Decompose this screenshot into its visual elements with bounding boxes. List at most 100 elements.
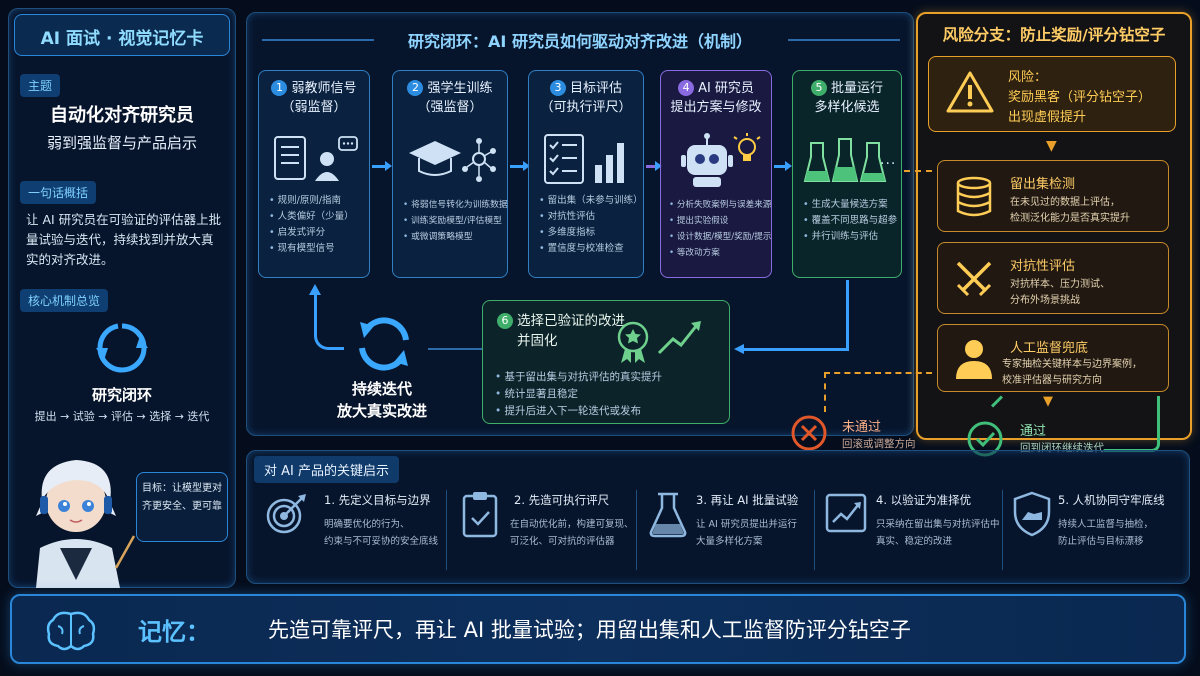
human-oversight-line2: 校准评估器与研究方向 — [1002, 375, 1102, 386]
arrow-3-4 — [646, 161, 662, 171]
step-subtitle: 提出方案与修改 — [670, 100, 762, 115]
step-subtitle: 多样化候选 — [814, 100, 880, 115]
mechanism-tag: 核心机制总览 — [20, 289, 109, 312]
shield-hand-icon — [1012, 490, 1052, 538]
fail-desc: 回滚或调整方向 — [842, 438, 916, 450]
loop-steps: 提出 → 试验 → 评估 → 选择 → 迭代 — [34, 410, 210, 423]
iterate-line2: 放大真实改进 — [336, 402, 427, 420]
step-bullets: 将弱信号转化为训练数据 训练奖励模型/评估模型 或微调策略模型 — [403, 197, 508, 245]
summary-text: 让 AI 研究员在可验证的评估器上批量试验与迭代，持续找到并放大真实的对齐改进。 — [26, 212, 222, 267]
trend-chart-icon — [824, 492, 868, 534]
step-title: 强学生训练 — [427, 81, 493, 96]
insight-line2: 防止评估与目标漂移 — [1058, 536, 1144, 547]
step-number: 3 — [549, 80, 566, 96]
holdout-title: 留出集检测 — [1010, 177, 1076, 192]
divider — [814, 490, 815, 570]
title-line-right — [788, 39, 900, 41]
insight-line2: 可泛化、可对抗的评估器 — [510, 536, 615, 547]
checklist-chart-icon — [541, 131, 633, 187]
pass-arrow-down: ▼ — [1043, 394, 1053, 409]
adversarial-title: 对抗性评估 — [1010, 259, 1076, 274]
divider — [636, 490, 637, 570]
topic-line1: 自动化对齐研究员 — [50, 105, 194, 126]
insight-line2: 真实、稳定的改进 — [876, 536, 953, 547]
insight-line2: 大量多样化方案 — [696, 536, 763, 547]
insight-item-5: 5. 人机协同守牢底线 持续人工监督与抽检， 防止评估与目标漂移 — [1006, 484, 1186, 574]
step-bullets: 留出集（未参与训练） 对抗性评估 多维度指标 置信度与校准检查 — [539, 193, 643, 257]
ellipsis-dots: ··· — [880, 156, 897, 172]
fail-icon — [790, 414, 828, 452]
target-icon — [264, 492, 308, 536]
step-title: 批量运行 — [830, 81, 883, 96]
bullet: 置信度与校准检查 — [539, 241, 637, 257]
insight-item-1: 1. 先定义目标与边界 明确要优化的行为、 约束与不可妥协的安全底线 — [254, 484, 444, 574]
bullet: 或微调策略模型 — [403, 229, 501, 245]
bullet: 留出集（未参与训练） — [539, 193, 643, 209]
risk-label: 风险： — [1008, 70, 1048, 85]
insight-title: 3. 再让 AI 批量试验 — [696, 493, 799, 507]
pass-title: 通过 — [1020, 424, 1047, 439]
memory-bar — [10, 594, 1186, 664]
adversarial-card: 对抗性评估 对抗样本、压力测试、 分布外场景挑战 — [937, 242, 1169, 314]
bullet: 等改动方案 — [669, 245, 765, 261]
crossed-swords-icon — [952, 257, 996, 301]
step-number: 6 — [497, 313, 513, 329]
risk-dash-connector — [904, 170, 932, 172]
loopback-curve — [314, 326, 344, 350]
step-number: 5 — [810, 80, 827, 96]
flasks-icon — [803, 135, 893, 187]
insight-item-2: 2. 先造可执行评尺 在自动优化前，构建可复现、 可泛化、可对抗的评估器 — [450, 484, 640, 574]
fail-dash-connector — [824, 372, 932, 412]
risk-panel-title: 风险分支：防止奖励/评分钻空子 — [942, 26, 1166, 44]
card-title: AI 面试 · 视觉记忆卡 — [40, 29, 204, 49]
human-oversight-title: 人工监督兜底 — [1010, 341, 1089, 356]
insight-title: 4. 以验证为准择优 — [876, 493, 972, 507]
divider — [1002, 490, 1003, 570]
step-subtitle: （强监督） — [417, 100, 483, 115]
insight-item-3: 3. 再让 AI 批量试验 让 AI 研究员提出并运行 大量多样化方案 — [640, 484, 820, 574]
step-number: 4 — [678, 80, 695, 96]
bullet: 人类偏好（少量） — [269, 209, 363, 225]
database-icon — [952, 175, 996, 219]
insight-title: 2. 先造可执行评尺 — [514, 493, 610, 507]
insight-line1: 让 AI 研究员提出并运行 — [696, 519, 797, 530]
refresh-icon — [352, 312, 416, 376]
topic-tag: 主题 — [20, 74, 61, 97]
holdout-line1: 在未见过的数据上评估， — [1010, 197, 1120, 208]
avatar — [16, 440, 136, 588]
fail-title: 未通过 — [842, 420, 882, 435]
insight-line2: 约束与不可妥协的安全底线 — [324, 536, 439, 547]
insight-title: 5. 人机协同守牢底线 — [1058, 493, 1165, 507]
bullet: 训练奖励模型/评估模型 — [403, 213, 502, 229]
return-arrowhead — [734, 344, 744, 354]
speech-bubble — [136, 472, 228, 542]
topic-line2: 弱到强监督与产品启示 — [46, 134, 197, 152]
adversarial-line2: 分布外场景挑战 — [1010, 295, 1080, 306]
return-line-left — [744, 348, 849, 351]
bullet: 基于留出集与对抗评估的真实提升 — [495, 369, 723, 386]
loop-panel-title: 研究闭环：AI 研究员如何驱动对齐改进（机制） — [408, 32, 752, 51]
human-oversight-line1: 专家抽检关键样本与边界案例， — [1002, 359, 1142, 370]
bullet: 将弱信号转化为训练数据 — [403, 197, 508, 213]
risk-line2: 出现虚假提升 — [1008, 110, 1087, 125]
warning-icon — [946, 70, 994, 114]
clipboard-check-icon — [460, 490, 500, 538]
cycle-icon — [92, 318, 152, 378]
step-title: AI 研究员 — [698, 81, 754, 96]
loopback-arrowhead — [309, 284, 321, 295]
step-bullets: 规则/原则/指南 人类偏好（少量） 启发式评分 现有模型信号 — [269, 193, 363, 257]
loopback-line-left — [428, 348, 482, 350]
graduation-cap-network-icon — [405, 133, 497, 185]
insight-line1: 持续人工监督与抽检， — [1058, 519, 1154, 530]
bullet: 多维度指标 — [539, 225, 637, 241]
step-title: 弱教师信号 — [291, 81, 357, 96]
speech-bubble-text: 目标：让模型更对齐更安全、更可靠 — [142, 483, 222, 512]
bullet: 统计显著且稳定 — [495, 386, 723, 403]
adversarial-line1: 对抗样本、压力测试、 — [1010, 279, 1110, 290]
insight-line1: 只采纳在留出集与对抗评估中 — [876, 519, 1000, 530]
